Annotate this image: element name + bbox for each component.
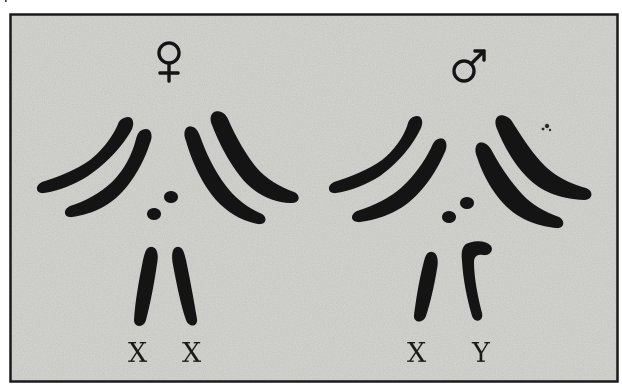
label-m-x: X <box>407 338 427 369</box>
label-f-x2: X <box>182 338 202 369</box>
dot-f-2 <box>147 208 161 220</box>
dot-f-1 <box>164 191 178 203</box>
dot-m-1 <box>460 197 474 209</box>
label-m-y: Y <box>471 338 491 369</box>
dot-m-2 <box>442 211 456 223</box>
male-symbol-text: ♂ <box>0 0 14 4</box>
label-f-x1: X <box>128 338 148 369</box>
